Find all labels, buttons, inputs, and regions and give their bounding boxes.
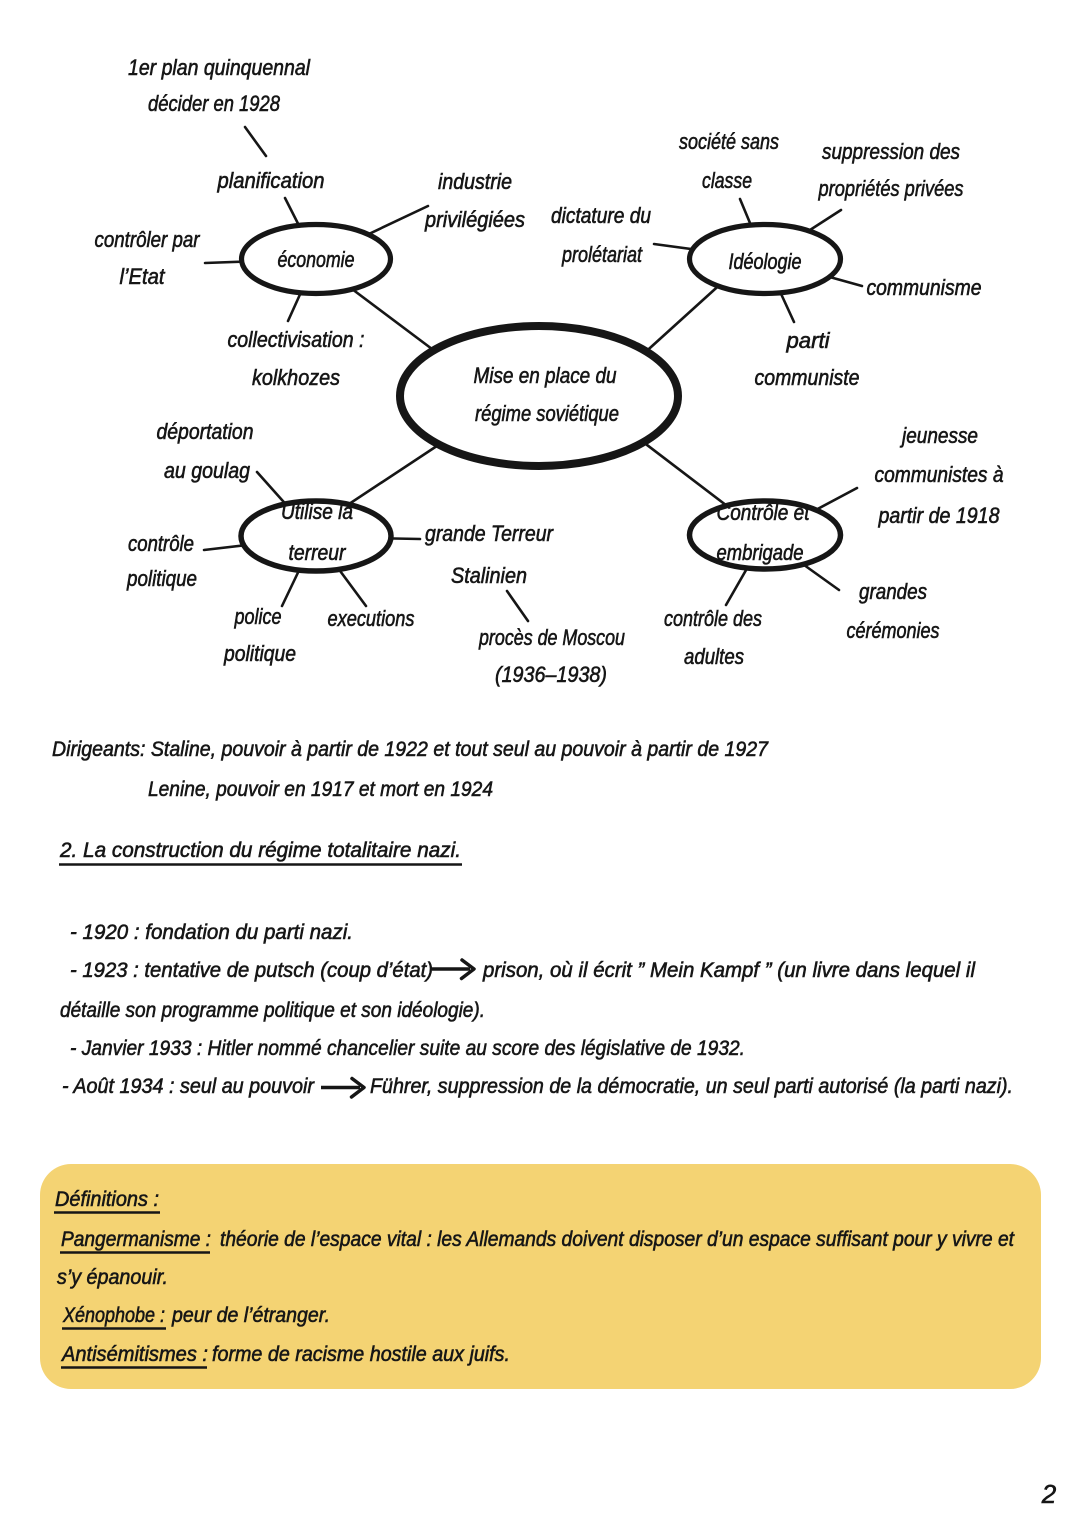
svg-text:grandes: grandes bbox=[859, 579, 927, 604]
svg-text:Lenine, pouvoir en 1917 et mor: Lenine, pouvoir en 1917 et mort en 1924 bbox=[148, 777, 493, 801]
svg-text:forme de racisme hostile aux j: forme de racisme hostile aux juifs. bbox=[212, 1342, 510, 1366]
svg-text:procès de Moscou: procès de Moscou bbox=[478, 625, 625, 650]
svg-text:industrie: industrie bbox=[438, 169, 512, 194]
svg-text:1er plan quinquennal: 1er plan quinquennal bbox=[128, 55, 311, 80]
svg-text:Dirigeants: Staline, pouvoir: Dirigeants: Staline, pouvoir à partir de… bbox=[52, 737, 769, 761]
svg-text:s’y épanouir.: s’y épanouir. bbox=[57, 1265, 168, 1289]
svg-text:prolétariat: prolétariat bbox=[561, 242, 643, 267]
svg-text:- 1920 : fondation du parti n: - 1920 : fondation du parti nazi. bbox=[70, 920, 353, 944]
svg-text:collectivisation :: collectivisation : bbox=[228, 327, 365, 352]
svg-text:privilégiées: privilégiées bbox=[424, 207, 525, 232]
svg-text:propriétés privées: propriétés privées bbox=[818, 176, 964, 201]
svg-text:parti: parti bbox=[785, 328, 830, 353]
svg-text:au goulag: au goulag bbox=[164, 458, 251, 483]
svg-text:Stalinien: Stalinien bbox=[451, 563, 527, 588]
svg-text:2. La construction du régime t: 2. La construction du régime totalitaire… bbox=[59, 838, 461, 862]
svg-text:déportation: déportation bbox=[157, 419, 254, 444]
svg-text:executions: executions bbox=[328, 606, 415, 631]
svg-text:communiste: communiste bbox=[755, 365, 860, 390]
svg-text:kolkhozes: kolkhozes bbox=[252, 365, 340, 390]
svg-text:contrôler par: contrôler par bbox=[95, 227, 201, 252]
svg-text:Mise en place du: Mise en place du bbox=[474, 363, 617, 388]
svg-text:détaille son programme politiq: détaille son programme politique et son … bbox=[60, 998, 485, 1022]
svg-text:Antisémitismes :: Antisémitismes : bbox=[60, 1342, 208, 1366]
svg-text:l’Etat: l’Etat bbox=[120, 264, 166, 289]
svg-text:économie: économie bbox=[278, 247, 355, 272]
svg-text:jeunesse: jeunesse bbox=[899, 423, 978, 448]
svg-text:Utilise la: Utilise la bbox=[281, 499, 353, 524]
svg-text:Contrôle et: Contrôle et bbox=[717, 500, 811, 525]
svg-text:politique: politique bbox=[126, 566, 197, 591]
svg-text:partir de 1918: partir de 1918 bbox=[878, 503, 1001, 528]
svg-text:prison, où il écrit ” Mein Kam: prison, où il écrit ” Mein Kampf ” (un l… bbox=[482, 958, 976, 982]
svg-text:- Janvier 1933 : Hitler nommé: - Janvier 1933 : Hitler nommé chancelier… bbox=[70, 1036, 745, 1060]
svg-text:grande Terreur: grande Terreur bbox=[425, 521, 554, 546]
svg-text:décider en 1928: décider en 1928 bbox=[148, 91, 281, 116]
svg-text:classe: classe bbox=[702, 168, 752, 193]
svg-text:Idéologie: Idéologie bbox=[729, 249, 802, 274]
svg-text:Définitions :: Définitions : bbox=[55, 1187, 159, 1211]
svg-text:suppression des: suppression des bbox=[822, 139, 960, 164]
svg-text:police: police bbox=[234, 604, 282, 629]
svg-text:- Août 1934 : seul au pouvoir: - Août 1934 : seul au pouvoir bbox=[62, 1074, 315, 1098]
svg-text:communistes à: communistes à bbox=[875, 462, 1004, 487]
svg-text:politique: politique bbox=[223, 641, 296, 666]
svg-text:Führer, suppression de la démo: Führer, suppression de la démocratie, un… bbox=[370, 1074, 1013, 1098]
svg-text:régime soviétique: régime soviétique bbox=[475, 401, 619, 426]
svg-text:peur de l’étranger.: peur de l’étranger. bbox=[171, 1303, 330, 1327]
svg-text:cérémonies: cérémonies bbox=[847, 618, 940, 643]
svg-text:(1936–1938): (1936–1938) bbox=[495, 662, 607, 687]
svg-text:société sans: société sans bbox=[679, 129, 779, 154]
svg-text:communisme: communisme bbox=[867, 275, 982, 300]
svg-text:planification: planification bbox=[217, 168, 325, 193]
svg-text:2: 2 bbox=[1041, 1479, 1057, 1509]
svg-text:contrôle des: contrôle des bbox=[664, 606, 762, 631]
svg-text:Pangermanisme :: Pangermanisme : bbox=[61, 1227, 211, 1251]
svg-text:contrôle: contrôle bbox=[128, 531, 194, 556]
svg-text:embrigade: embrigade bbox=[717, 540, 804, 565]
svg-text:terreur: terreur bbox=[289, 540, 347, 565]
svg-text:adultes: adultes bbox=[684, 644, 744, 669]
svg-text:théorie de l’espace vital : l: théorie de l’espace vital : les Allemand… bbox=[220, 1227, 1015, 1251]
svg-text:- 1923 : tentative de putsch: - 1923 : tentative de putsch (coup d’éta… bbox=[70, 958, 433, 982]
svg-text:dictature du: dictature du bbox=[551, 203, 651, 228]
svg-text:Xénophobe :: Xénophobe : bbox=[62, 1303, 165, 1327]
